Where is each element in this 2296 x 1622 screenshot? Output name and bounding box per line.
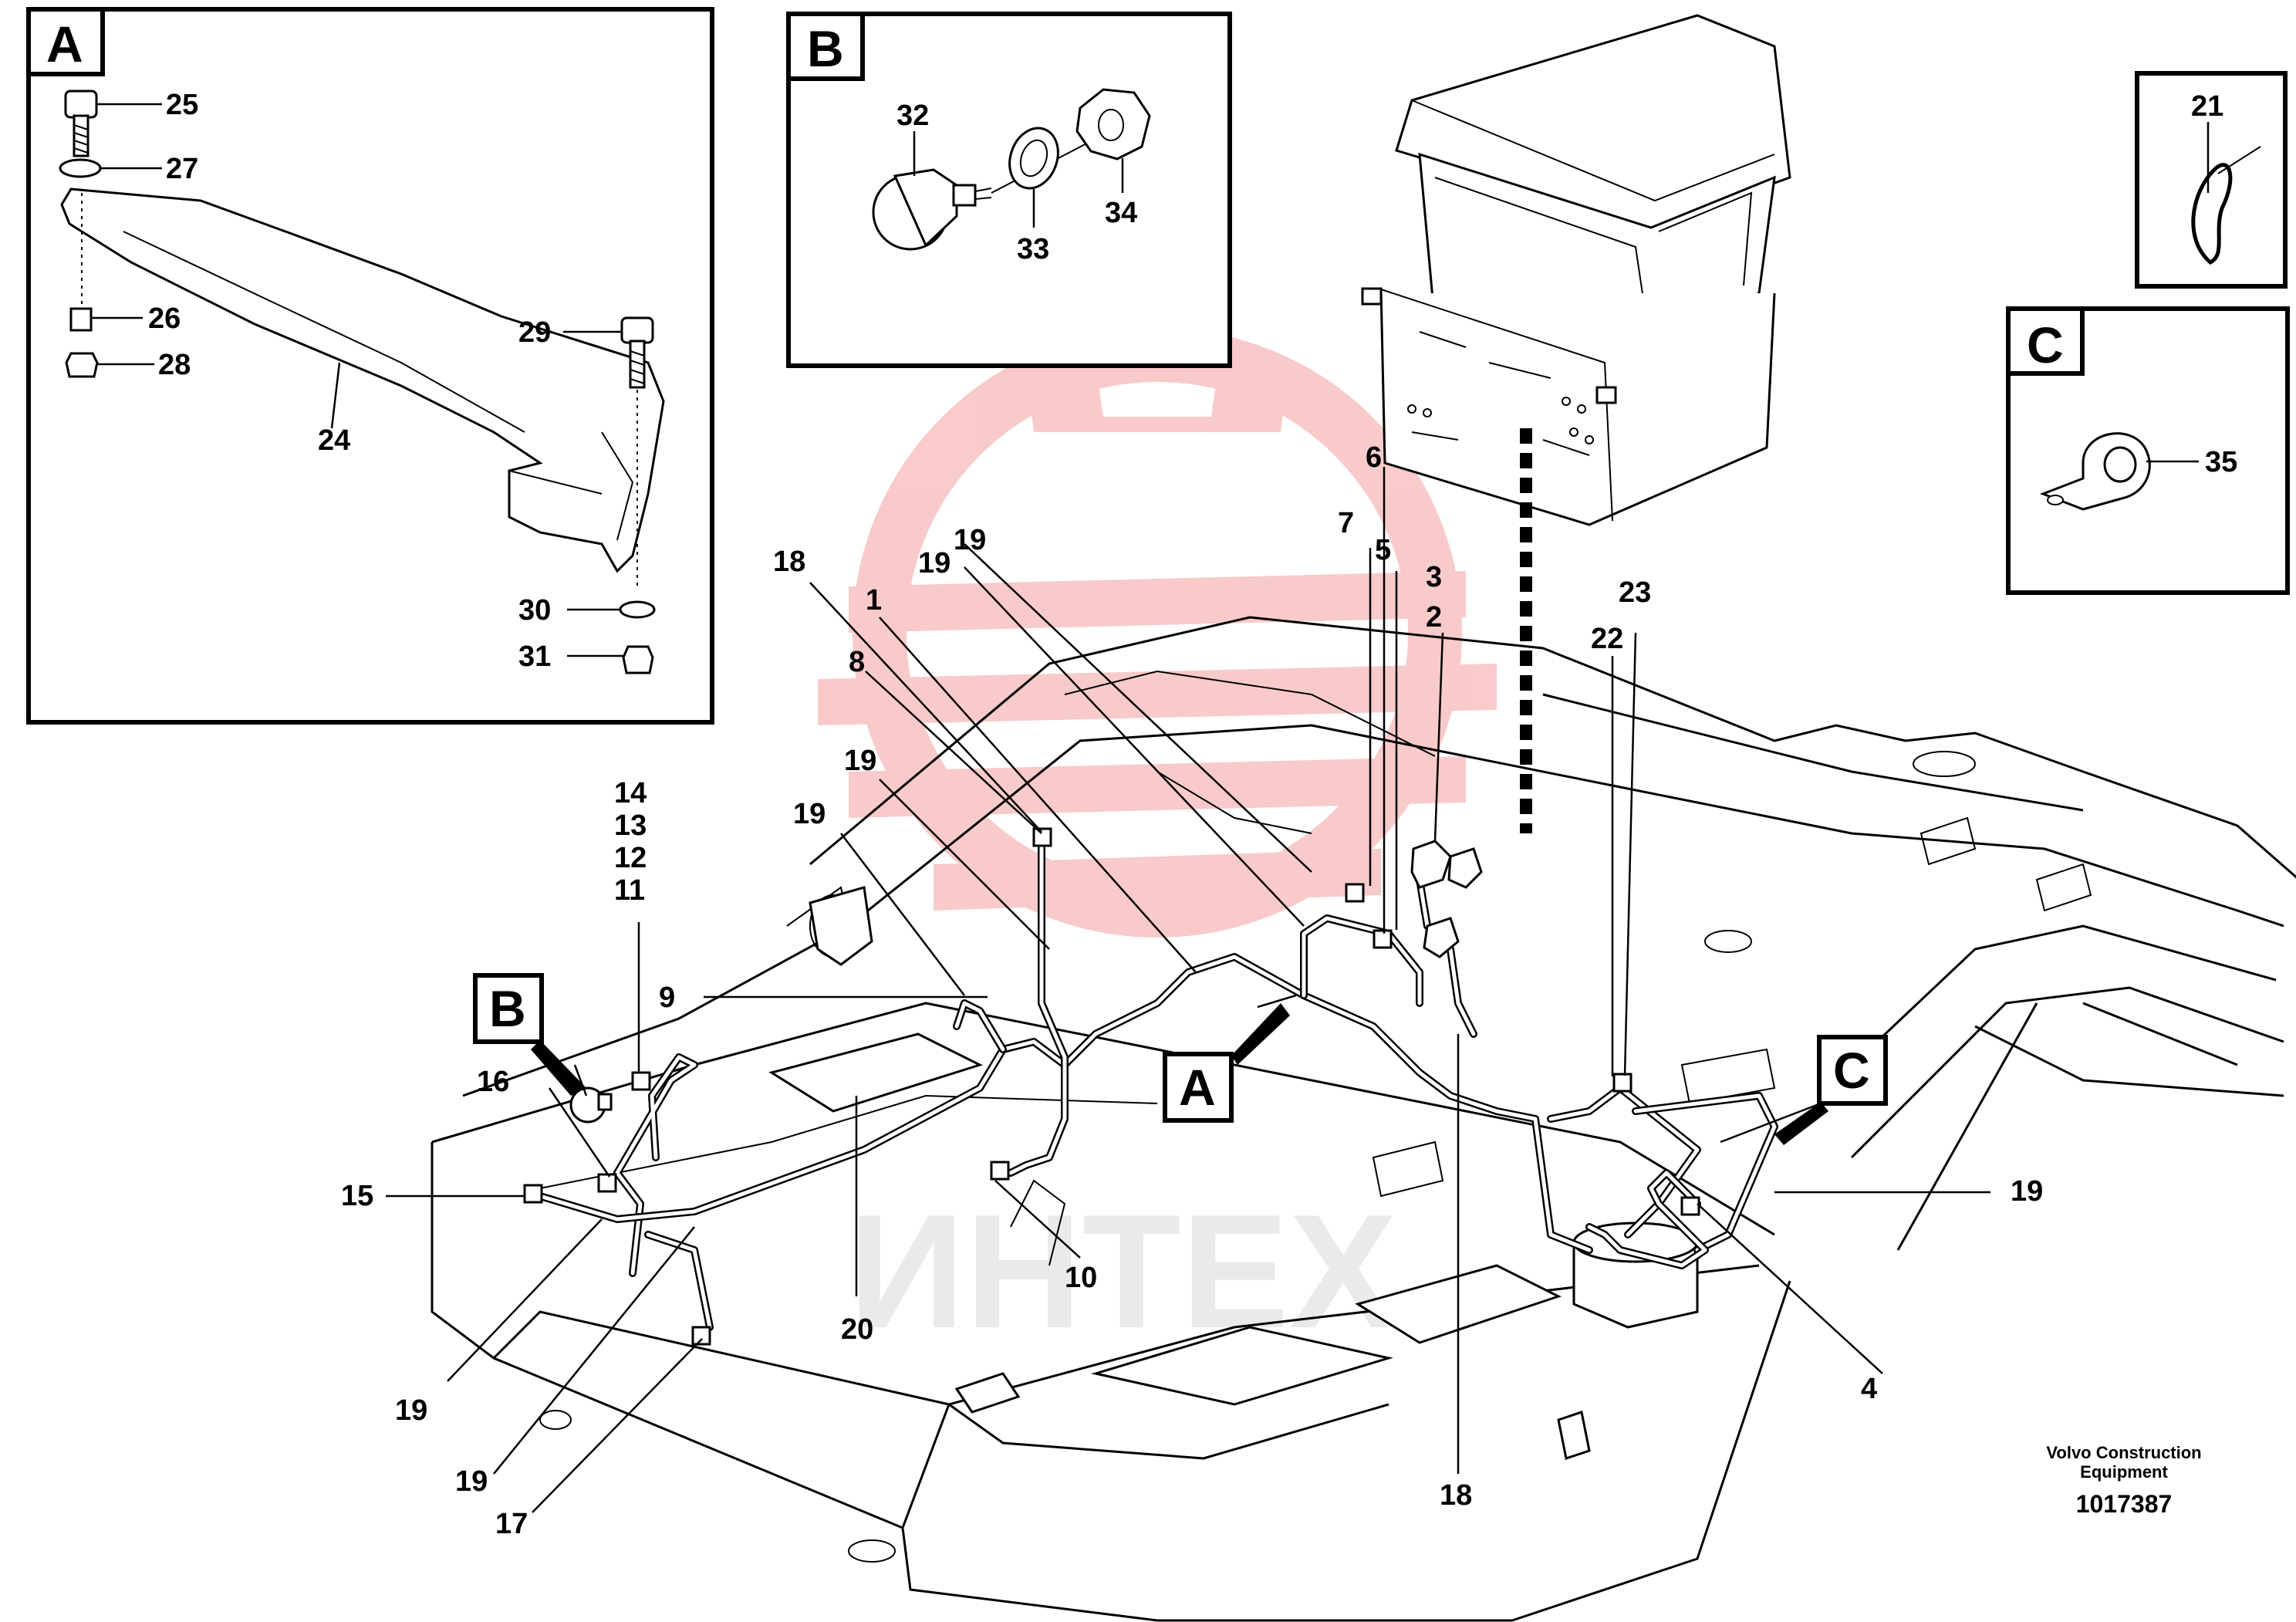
detail-a-label: A <box>46 15 83 73</box>
callout-5: 5 <box>1375 534 1391 566</box>
callout-12: 12 <box>614 842 647 874</box>
caption-line-1: Volvo Construction <box>2046 1443 2201 1462</box>
callout-31: 31 <box>518 640 551 673</box>
connector-icon <box>1680 1196 1700 1216</box>
spacer-icon <box>69 307 93 332</box>
washer-icon <box>59 158 102 178</box>
callout-29: 29 <box>518 316 551 349</box>
detail-box-a: A 25 27 26 28 24 <box>26 7 714 725</box>
callout-24: 24 <box>318 424 350 457</box>
bracket-part <box>60 188 665 573</box>
callout-4: 4 <box>1861 1373 1877 1405</box>
callout-16: 16 <box>477 1066 509 1098</box>
svg-text:C: C <box>1833 1042 1870 1099</box>
connector-icon <box>1345 883 1365 903</box>
callout-19-b: 19 <box>918 547 950 580</box>
callout-19-d: 19 <box>793 798 826 830</box>
drawing-number: 1017387 <box>2076 1490 2173 1518</box>
callout-32: 32 <box>896 100 929 132</box>
connector-icon <box>1612 1073 1633 1093</box>
connector-icon <box>1032 827 1052 847</box>
filter-icon <box>809 886 873 966</box>
callout-19-a: 19 <box>954 524 986 556</box>
connector-icon <box>523 1184 543 1204</box>
push-switch-icon <box>872 168 992 251</box>
wiring-harness <box>523 827 1778 1346</box>
callout-6: 6 <box>1366 441 1382 474</box>
callout-34: 34 <box>1105 197 1137 229</box>
callout-2: 2 <box>1426 601 1442 634</box>
callout-19-e: 19 <box>395 1394 427 1427</box>
callout-10: 10 <box>1065 1262 1097 1294</box>
callout-15: 15 <box>341 1180 373 1212</box>
callout-20: 20 <box>841 1313 873 1346</box>
callout-14: 14 <box>614 777 647 809</box>
callout-25: 25 <box>166 89 198 121</box>
connector-icon <box>691 1326 711 1346</box>
callout-33: 33 <box>1017 233 1049 265</box>
connector-icon <box>990 1161 1010 1181</box>
callout-28: 28 <box>158 349 191 381</box>
callout-22: 22 <box>1591 623 1623 655</box>
callout-1: 1 <box>866 584 882 617</box>
callout-3: 3 <box>1426 561 1442 593</box>
callout-30: 30 <box>518 594 551 627</box>
detail-box-b: B 32 33 34 <box>786 12 1232 368</box>
bolt-icon <box>620 316 654 389</box>
caption-line-2: Equipment <box>2080 1462 2168 1482</box>
view-marker-a: A <box>1163 1003 1290 1123</box>
callout-21: 21 <box>2191 90 2223 123</box>
cab-drawing <box>1361 14 1791 526</box>
callout-35: 35 <box>2205 446 2237 478</box>
callout-23: 23 <box>1619 576 1651 609</box>
cable-tie-icon <box>2191 163 2233 265</box>
rubber-boot-icon <box>1423 917 1460 958</box>
svg-text:B: B <box>489 980 526 1037</box>
detail-box-cable-tie: 21 <box>2135 71 2288 289</box>
callout-13: 13 <box>614 809 647 842</box>
callout-17: 17 <box>495 1508 528 1540</box>
fuel-sender-icon <box>1572 1222 1699 1329</box>
connector-icon <box>631 1071 651 1091</box>
callout-19-f: 19 <box>455 1465 488 1498</box>
callout-27: 27 <box>166 153 198 185</box>
callout-19-c: 19 <box>844 745 876 777</box>
push-switch-icon <box>569 1086 613 1124</box>
p-clamp-icon <box>2039 432 2151 511</box>
rubber-boot-icon <box>1447 847 1483 889</box>
connector-icon <box>597 1173 617 1193</box>
view-marker-b: B <box>473 973 586 1096</box>
callout-7: 7 <box>1338 507 1354 539</box>
callout-leaders <box>386 467 1990 1513</box>
view-marker-c: C <box>1774 1035 1888 1145</box>
callout-8: 8 <box>849 646 865 678</box>
flange-nut-icon <box>65 352 99 378</box>
callout-11: 11 <box>614 874 645 907</box>
rubber-boot-icon <box>1410 840 1452 889</box>
detail-box-c: C 35 <box>2006 306 2290 595</box>
callouts: 6 7 5 3 2 18 1 19 19 8 19 19 14 13 12 11… <box>341 441 2043 1540</box>
washer-icon <box>619 600 656 619</box>
callout-9: 9 <box>659 982 675 1014</box>
callout-18-top: 18 <box>773 546 805 578</box>
svg-text:A: A <box>1179 1059 1216 1116</box>
detail-b-label: B <box>807 20 844 77</box>
callout-18-bottom: 18 <box>1440 1479 1472 1512</box>
connector-icon <box>1373 929 1393 949</box>
callout-26: 26 <box>148 302 181 335</box>
detail-c-label: C <box>2027 316 2064 373</box>
watermark-text: ИНТЕХ <box>849 1181 1397 1362</box>
flange-nut-icon <box>622 645 654 674</box>
callout-19-g: 19 <box>2011 1175 2043 1208</box>
